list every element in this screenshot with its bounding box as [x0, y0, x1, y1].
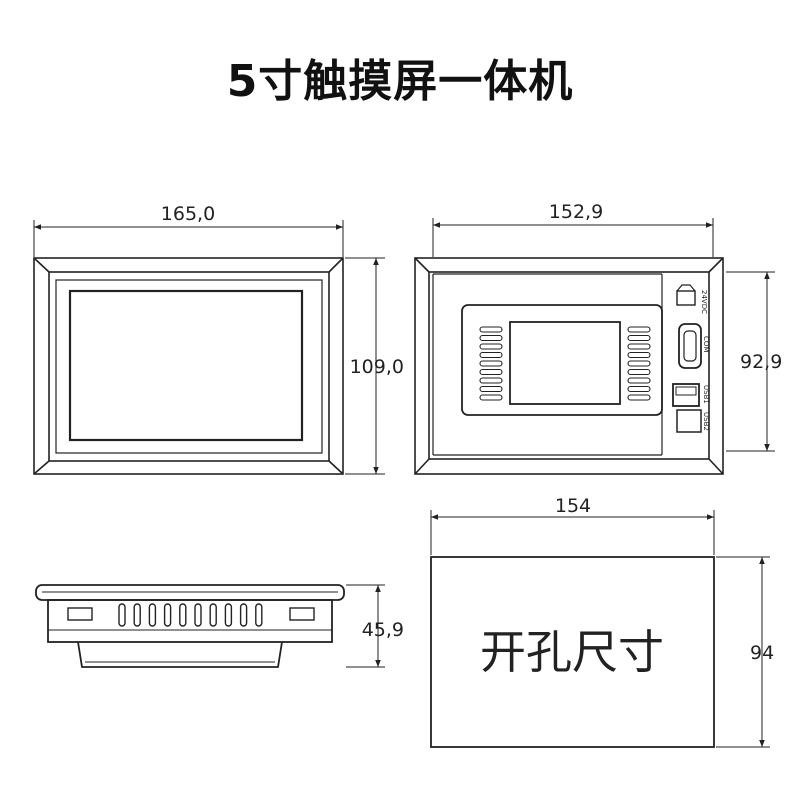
- rear-cover: [461, 304, 663, 416]
- vent-slot: [163, 603, 172, 627]
- cutout-view: [430, 510, 770, 748]
- front-panel-frame: [55, 279, 323, 454]
- vent-slot: [148, 603, 157, 627]
- vent-slot: [479, 385, 503, 393]
- power-port-label: 24VDC: [700, 290, 708, 314]
- cutout-height-label: 94: [750, 642, 774, 664]
- vent-slot: [209, 603, 217, 627]
- front-height-label: 109,0: [350, 356, 404, 378]
- vent-slot: [133, 603, 141, 627]
- rear-vent-left: [479, 326, 503, 401]
- front-bezel-inner: [48, 271, 330, 462]
- rear-housing-inner: [428, 271, 710, 460]
- vent-slot: [179, 603, 187, 627]
- vent-slot: [479, 394, 503, 401]
- vent-slot: [627, 394, 651, 401]
- vent-slot: [118, 603, 126, 627]
- vent-slot: [479, 377, 503, 384]
- side-view: [35, 584, 385, 668]
- side-back-cover: [77, 641, 283, 668]
- vent-slot: [479, 343, 503, 350]
- vent-slot: [627, 326, 651, 333]
- side-depth-label: 45,9: [362, 619, 404, 641]
- rear-label-window: [509, 321, 621, 405]
- usb2-port-label: USB2: [702, 412, 710, 431]
- usb1-port-label: USB1: [702, 385, 710, 404]
- vent-slot: [627, 343, 651, 350]
- front-screen: [68, 289, 304, 442]
- front-width-label: 165,0: [161, 203, 215, 225]
- com-port-label: COM: [702, 336, 710, 352]
- vent-slot: [627, 385, 651, 393]
- com-port-icon: [678, 323, 702, 369]
- rear-width-label: 152,9: [549, 201, 603, 223]
- vent-slot: [479, 326, 503, 333]
- front-bezel-outer: [33, 257, 344, 475]
- drawing-title: 5寸触摸屏一体机: [226, 56, 574, 107]
- cutout-text: 开孔尺寸: [480, 625, 664, 679]
- vent-slot: [627, 377, 651, 384]
- vent-slot: [479, 334, 503, 342]
- vent-slot: [479, 351, 503, 359]
- side-body: [47, 599, 333, 643]
- rear-height-label: 92,9: [740, 351, 782, 373]
- vent-slot: [479, 360, 503, 367]
- power-port-icon: [676, 290, 696, 306]
- rear-view: [414, 218, 775, 475]
- front-view: [33, 220, 385, 475]
- vent-slot: [627, 334, 651, 342]
- vent-slot: [194, 603, 202, 627]
- cutout-width-label: 154: [555, 495, 591, 517]
- vent-slot: [255, 603, 263, 627]
- vent-slot: [627, 360, 651, 367]
- cutout-rect: [430, 556, 715, 748]
- vent-slot: [627, 351, 651, 359]
- usb2-port-icon: [676, 409, 702, 433]
- usb1-port-icon: [672, 383, 700, 407]
- side-slot-right: [289, 607, 315, 621]
- side-vent-slots: [118, 603, 263, 627]
- rear-vent-right: [627, 326, 651, 401]
- side-slot-left: [67, 607, 93, 621]
- vent-slot: [627, 368, 651, 376]
- vent-slot: [224, 603, 233, 627]
- vent-slot: [479, 368, 503, 376]
- vent-slot: [239, 603, 248, 627]
- rear-housing-outer: [414, 257, 724, 475]
